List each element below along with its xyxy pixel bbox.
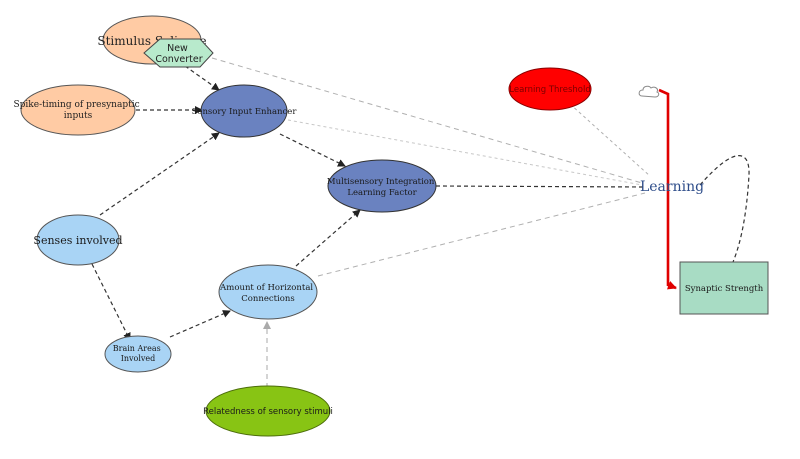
node-synaptic-strength-label: Synaptic Strength [685,284,764,294]
edge-new-converter-learning [211,57,643,184]
edge-enhancer-multisensory [279,133,346,167]
node-multisensory-line2: Learning Factor [347,188,417,198]
node-brain-areas-line2: Involved [121,354,156,363]
node-brain-areas-line1: Brain Areas [113,344,161,353]
node-synaptic-strength[interactable]: Synaptic Strength [679,261,769,315]
node-multisensory-integration[interactable]: Multisensory Integration Learning Factor [327,159,437,213]
edge-cloud-synaptic-red [658,88,677,290]
edge-horizontal-learning [317,192,646,277]
edge-horizontal-multisensory [295,209,361,267]
node-learning-label: Learning [640,179,704,195]
node-new-converter[interactable]: New Converter [143,38,214,68]
edge-senses-enhancer [99,132,220,216]
edge-multisensory-learning [435,185,645,188]
node-spike-timing-label: Spike-timing of presynaptic inputs [14,100,143,121]
node-new-converter-label: New Converter [155,43,202,65]
node-amount-horizontal-line2: Connections [241,294,294,304]
node-relatedness[interactable]: Relatedness of sensory stimuli [203,385,333,437]
edge-synaptic-learning-loop [699,155,750,263]
node-learning-threshold[interactable]: Learning Threshold [508,67,592,111]
node-amount-horizontal[interactable]: Amount of Horizontal Connections [218,264,318,320]
node-relatedness-label: Relatedness of sensory stimuli [203,407,333,417]
node-spike-timing[interactable]: Spike-timing of presynaptic inputs [14,84,143,136]
edge-brain-horizontal [169,310,231,338]
node-multisensory-line1: Multisensory Integration [327,177,435,187]
node-brain-areas[interactable]: Brain Areas Involved [104,335,172,373]
node-spike-timing-line2: inputs [64,111,93,121]
edge-senses-brain [91,263,131,341]
node-new-converter-line2: Converter [155,54,202,65]
node-new-converter-line1: New [167,43,188,54]
node-amount-horizontal-label: Amount of Horizontal Connections [219,283,316,304]
node-sensory-input-enhancer-label: Sensory Input Enhancer [192,107,298,117]
node-sensory-input-enhancer[interactable]: Sensory Input Enhancer [192,84,298,138]
node-multisensory-integration-label: Multisensory Integration Learning Factor [327,177,437,198]
edge-converter-enhancer [184,65,220,91]
node-brain-areas-label: Brain Areas Involved [113,344,163,363]
node-learning-threshold-label: Learning Threshold [509,85,591,95]
node-senses-involved-label: Senses involved [33,234,122,247]
node-amount-horizontal-line1: Amount of Horizontal [219,283,313,293]
connectors [91,57,750,388]
node-spike-timing-line1: Spike-timing of presynaptic [14,100,140,110]
cloud-icon[interactable] [638,85,660,98]
node-learning[interactable]: Learning [640,179,704,195]
node-senses-involved[interactable]: Senses involved [33,214,123,266]
edge-threshold-learning [569,103,651,177]
